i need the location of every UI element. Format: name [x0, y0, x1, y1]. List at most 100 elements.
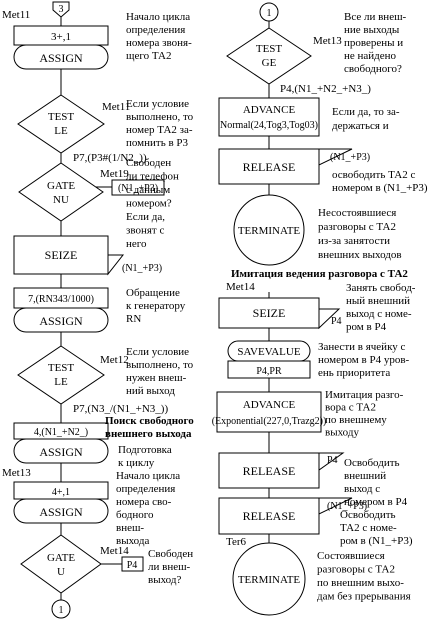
release-block-3: RELEASE (N1_+P3) — [218, 497, 367, 535]
advance-1-params: Normal(24,Tog3,Tog03) — [220, 120, 318, 131]
release-1-tag: (N1_+P3) — [330, 152, 370, 163]
release-3-label: RELEASE — [243, 509, 296, 523]
assign-block-4: 4+,1 ASSIGN — [13, 481, 109, 524]
comment-c5-line: выполнено, то — [126, 359, 194, 371]
release-2-tag: P4 — [327, 455, 338, 466]
comment-r10-line: по внешним выхо- — [317, 577, 404, 589]
gate-block-2: GATE U P4 — [20, 534, 144, 594]
comment-c1-line: определения — [126, 24, 185, 36]
comment-c7-line: выхода — [116, 535, 149, 547]
comment-r3-line: освободить ТА2 с — [332, 169, 415, 181]
connector-1-bottom: 1 — [51, 599, 71, 619]
label-met19: Met19 — [100, 168, 129, 180]
comment-r6-line: ень приоритета — [318, 367, 390, 379]
test-3-operator: GE — [262, 57, 277, 69]
comment-r3-line: номером в (N1_+P3) — [332, 182, 428, 194]
comment-c1-line: Начало цикла — [126, 11, 190, 23]
gate-1-label: GATE — [47, 180, 75, 192]
comment-r1-line: Все ли внеш- — [344, 11, 407, 23]
comment-c3-line: Если да, — [126, 211, 165, 223]
comment-r7-line: выходу — [325, 427, 359, 439]
test-1-label: TEST — [48, 111, 75, 123]
test-1-operator: LE — [54, 125, 68, 137]
comment-r1-line: проверены и — [344, 37, 403, 49]
comment-r8-line: номером в Р4 — [344, 496, 408, 508]
label-met11-b: Met11 — [102, 101, 130, 113]
assign-block-2: 7,(RN343/1000) ASSIGN — [13, 287, 109, 333]
comment-r1-line: не найдено — [344, 50, 397, 62]
comment-r4-line: разговоры с ТА2 — [318, 221, 396, 233]
comment-c7-line: определения — [116, 483, 175, 495]
assign-2-label: ASSIGN — [39, 314, 83, 328]
comment-c4-line: к генератору — [126, 300, 186, 312]
advance-2-params: (Exponential(227,0,Trazg2)) — [212, 416, 327, 427]
comment-c3-line: Свободен — [126, 157, 171, 169]
terminate-block-2: TERMINATE — [232, 542, 306, 616]
seize-2-label: SEIZE — [253, 306, 286, 320]
comment-r9-line: ТА2 с номе- — [340, 522, 397, 534]
comment-c4-line: RN — [126, 313, 141, 325]
comment-c8-line: ли внеш- — [148, 561, 191, 573]
connector-3: 3 — [52, 1, 70, 18]
label-ter6: Ter6 — [226, 536, 246, 548]
advance-1-label: ADVANCE — [243, 104, 296, 116]
label-met12: Met12 — [100, 354, 129, 366]
gate-1-operator: NU — [53, 194, 69, 206]
comment-c6-title-line: внешнего выхода — [105, 428, 192, 440]
advance-block-1: ADVANCE Normal(24,Tog3,Tog03) — [218, 97, 320, 137]
comment-c7-line: Начало цикла — [116, 470, 180, 482]
comment-r1-line: свободного? — [344, 63, 402, 75]
release-3-tag: (N1_+P3) — [327, 501, 367, 512]
test-2-operands: P7,(N3_/(N1_+N3_)) — [73, 403, 168, 415]
comment-r6-line: номером в Р4 уров- — [318, 354, 410, 366]
seize-1-label: SEIZE — [45, 248, 78, 262]
seize-2-tag: P4 — [331, 316, 342, 327]
test-2-label: TEST — [48, 362, 75, 374]
comment-r7-line: Имитация разго- — [325, 389, 404, 401]
terminate-1-label: TERMINATE — [238, 225, 301, 237]
comment-c7-line: бодного — [116, 509, 154, 521]
terminate-block-1: TERMINATE — [233, 194, 305, 266]
label-met11: Met11 — [2, 9, 30, 21]
comment-r10-line: Состоявшиеся — [317, 550, 385, 562]
comment-c2-line: Если условие — [126, 98, 189, 110]
comment-r4-line: внешних выходов — [318, 249, 402, 261]
comment-r10-line: разговоры с ТА2 — [317, 564, 395, 576]
comment-c5-line: ний выход — [126, 385, 175, 397]
comment-c2-line: номер ТА2 за- — [126, 124, 193, 136]
comment-c6-line: к циклу — [118, 457, 155, 469]
label-met13: Met13 — [2, 467, 31, 479]
seize-block-1: SEIZE (N1_+P3) — [13, 235, 162, 276]
comment-r4-line: Несостоявшиеся — [318, 207, 396, 219]
comment-r9-line: Освободить — [340, 509, 396, 521]
release-1-label: RELEASE — [243, 160, 296, 174]
comment-r6-line: Занести в ячейку с — [318, 341, 406, 353]
assign-1-operand: 3+,1 — [51, 31, 71, 43]
test-block-1: TEST LE — [17, 94, 105, 154]
comment-r2-line: держаться и — [332, 120, 389, 132]
comment-c3-line: ли телефон — [126, 171, 179, 183]
gate-2-label: GATE — [47, 552, 75, 564]
release-block-2: RELEASE P4 — [218, 452, 345, 489]
gate-2-operator: U — [57, 566, 65, 578]
label-met13-b: Met13 — [313, 35, 342, 47]
comment-c7-line: номера сво- — [116, 496, 172, 508]
comment-r1-line: ние выходы — [344, 24, 400, 36]
assign-block-1: 3+,1 ASSIGN — [13, 25, 109, 70]
assign-4-label: ASSIGN — [39, 505, 83, 519]
seize-1-tag: (N1_+P3) — [122, 263, 162, 274]
label-met14: Met14 — [100, 545, 129, 557]
seize-block-2: SEIZE P4 — [218, 297, 342, 330]
comment-r8-line: Освободить — [344, 457, 400, 469]
release-2-label: RELEASE — [243, 464, 296, 478]
advance-2-label: ADVANCE — [243, 399, 296, 411]
comment-r9-line: ром в (N1_+P3) — [340, 535, 413, 547]
connector-1-top: 1 — [259, 2, 279, 22]
comment-c1-line: номера звоня- — [126, 37, 192, 49]
comment-r2-line: Если да, то за- — [332, 106, 400, 118]
assign-block-3: 4,(N1_+N2_) ASSIGN — [13, 422, 109, 464]
comment-r8-line: внешний — [344, 470, 386, 482]
connector-1-top-label: 1 — [267, 8, 272, 19]
comment-c6-title-line: Поиск свободного — [105, 415, 194, 427]
comment-c7-line: внеш- — [116, 522, 144, 534]
